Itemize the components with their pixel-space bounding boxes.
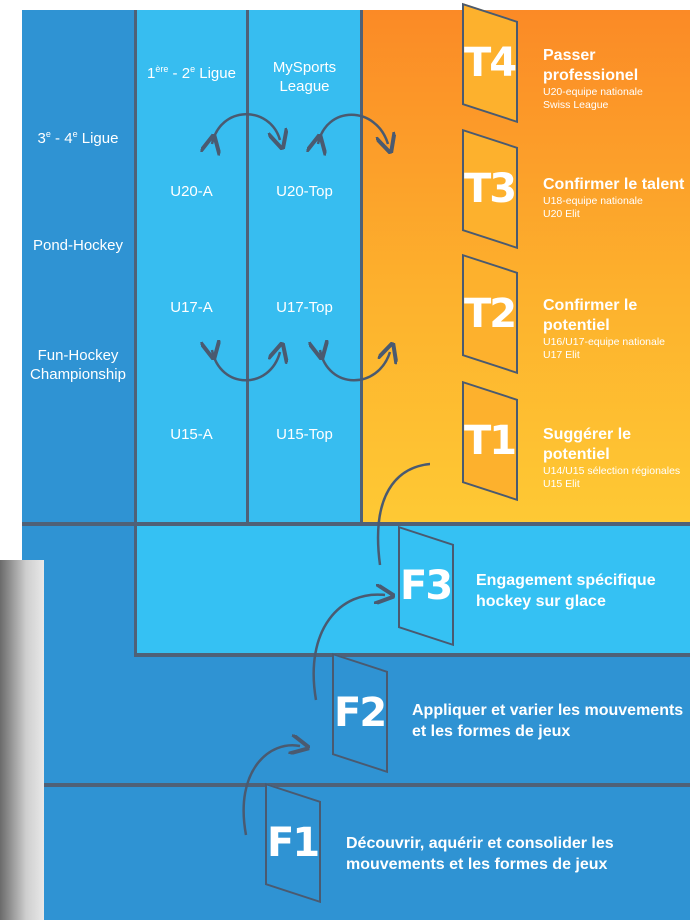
tier-t2-text: Confirmer le potentiel U16/U17-equipe na…	[543, 297, 666, 361]
divider-vertical	[360, 10, 363, 526]
progression-arrow-icon	[312, 595, 385, 701]
tier-badge-t1: T1	[462, 380, 518, 502]
divider-vertical	[134, 10, 137, 657]
double-arrow-icon	[212, 350, 280, 382]
progression-arrow-icon	[376, 462, 430, 566]
divider-vertical	[246, 10, 249, 522]
transfer-arrows-bottom	[200, 340, 410, 382]
divider-horizontal	[22, 783, 690, 787]
divider-vertical	[134, 526, 137, 657]
team-u17-top: U17-Top	[276, 299, 333, 316]
league-pond-hockey: Pond-Hockey	[32, 237, 124, 254]
double-arrow-icon	[318, 113, 388, 144]
progression-arrows	[242, 462, 430, 836]
foundation-f1-text: Découvrir, aquérir et consolider les mou…	[346, 835, 614, 873]
tier-badge-t4: T4	[462, 2, 518, 124]
divider-horizontal	[22, 522, 690, 526]
team-u20-a: U20-A	[170, 183, 213, 200]
league-fun-hockey: Fun-Hockey Championship	[30, 347, 126, 383]
team-u15-top: U15-Top	[276, 426, 333, 443]
progression-arrow-icon	[242, 745, 300, 836]
tier-badge-t2: T2	[462, 253, 518, 375]
double-arrow-icon	[212, 113, 280, 144]
tier-t1-text: Suggérer le potentiel U14/U15 sélection …	[543, 426, 681, 490]
team-u20-top: U20-Top	[276, 183, 333, 200]
tier-t4-text: Passer professionel U20-equipe nationale…	[543, 47, 643, 111]
transfer-arrows-top	[200, 113, 410, 170]
foundation-f3-text: Engagement spécifique hockey sur glace	[476, 572, 656, 610]
divider-horizontal	[134, 653, 690, 657]
column-talent-tiers	[363, 10, 690, 522]
column-regional-leagues	[22, 10, 134, 522]
league-1ere-2e: 1ère - 2e Ligue	[147, 64, 236, 82]
band-f1	[22, 787, 690, 920]
foundation-f2-text: Appliquer et varier les mouvements et le…	[412, 702, 684, 740]
league-mysports: MySports League	[272, 59, 337, 95]
player-photo	[0, 560, 44, 920]
double-arrow-icon	[320, 350, 390, 382]
league-3e-4e: 3e - 4e Ligue	[37, 129, 119, 147]
team-u15-a: U15-A	[170, 426, 213, 443]
tier-badge-t3: T3	[462, 128, 518, 250]
team-u17-a: U17-A	[170, 299, 213, 316]
tier-t3-text: Confirmer le talent U18-equipe nationale…	[543, 176, 685, 220]
